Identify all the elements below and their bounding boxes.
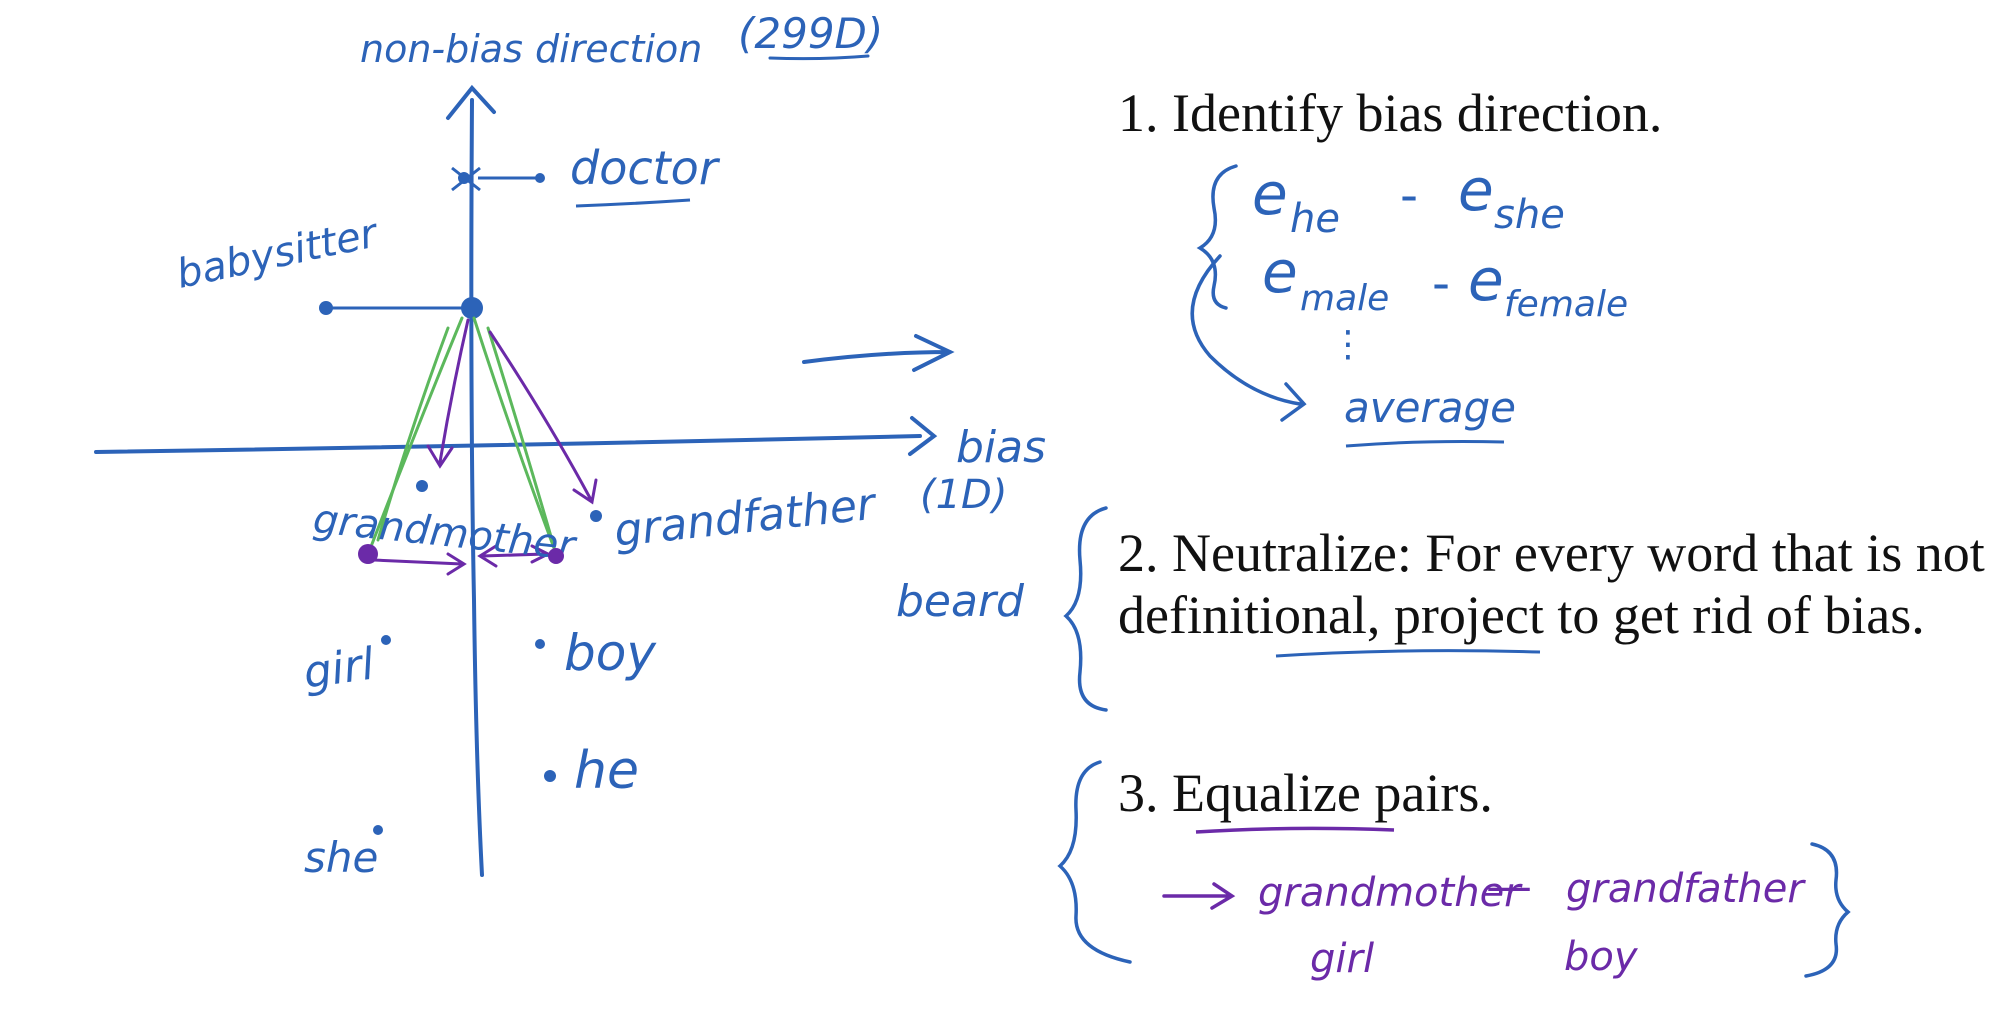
e-she-subscript: she (1494, 192, 1565, 238)
boy-point (535, 639, 545, 649)
e-female-subscript: female (1504, 284, 1628, 325)
minus-2: - (1432, 254, 1450, 312)
green-arrows (370, 316, 556, 550)
average-arrow (1190, 254, 1307, 422)
pair-grandmother-label: grandmother (1258, 870, 1523, 916)
horizontal-axis-arrowhead (908, 416, 938, 456)
step-1-text: 1. Identify bias direction. (1118, 83, 1663, 143)
grandfather-equalized-point (548, 548, 564, 564)
grandfather-label: grandfather (612, 479, 880, 557)
e-male-subscript: male (1300, 278, 1389, 319)
horizontal-axis (94, 434, 922, 454)
pairs-arrow (1162, 882, 1236, 910)
pair-dash: — (1486, 859, 1532, 913)
boy-label: boy (564, 624, 657, 682)
she-point (373, 825, 383, 835)
nonbias-dimension-label: (299D) (738, 9, 883, 58)
vertical-axis (469, 98, 484, 877)
doctor-underline (575, 198, 691, 208)
pair-grandfather-label: grandfather (1566, 866, 1806, 912)
average-underline (1345, 440, 1505, 448)
nonbias-dimension-underline (768, 54, 870, 61)
equalize-underline (1195, 826, 1395, 834)
minus-1: - (1400, 166, 1418, 224)
step-2-text: 2. Neutralize: For every word that is no… (1118, 523, 1985, 645)
vertical-dots: ⋮ (1330, 324, 1366, 365)
doctor-point (451, 166, 545, 192)
axes (94, 84, 955, 877)
step3-brace-left (1057, 760, 1132, 964)
babysitter-point (319, 301, 333, 315)
pair-girl-label: girl (1310, 936, 1374, 982)
grandmother-original-point (416, 480, 428, 492)
she-label: she (304, 833, 378, 882)
e-he-symbol: e (1252, 160, 1288, 228)
babysitter-label: babysitter (173, 210, 384, 298)
e-female-symbol: e (1468, 246, 1504, 314)
girl-point (381, 635, 391, 645)
e-she-symbol: e (1458, 156, 1494, 224)
girl-label: girl (300, 638, 378, 698)
step3-brace-right (1804, 842, 1851, 978)
step1-brace (1196, 164, 1238, 310)
grandmother-equalized-point (358, 544, 378, 564)
e-he-subscript: he (1290, 196, 1340, 242)
step2-brace (1063, 506, 1108, 712)
nonbias-axis-label: non-bias direction (360, 27, 702, 71)
bias-dimension-label: (1D) (920, 472, 1007, 518)
pair-boy-label: boy (1564, 934, 1639, 980)
doctor-label: doctor (570, 141, 721, 195)
definitional-underline (1275, 649, 1541, 658)
projected-origin-point (461, 297, 483, 319)
he-label: he (574, 741, 639, 801)
he-point (544, 770, 556, 782)
bias-axis-label: bias (956, 422, 1046, 473)
bias-transform-arrow (802, 334, 955, 372)
grandfather-original-point (590, 510, 602, 522)
step-3-text: 3. Equalize pairs. (1118, 763, 1493, 823)
e-male-symbol: e (1262, 238, 1298, 306)
purple-arrows (372, 318, 598, 576)
beard-label: beard (896, 576, 1025, 627)
vertical-axis-arrowhead (446, 84, 496, 120)
average-label: average (1344, 383, 1516, 432)
